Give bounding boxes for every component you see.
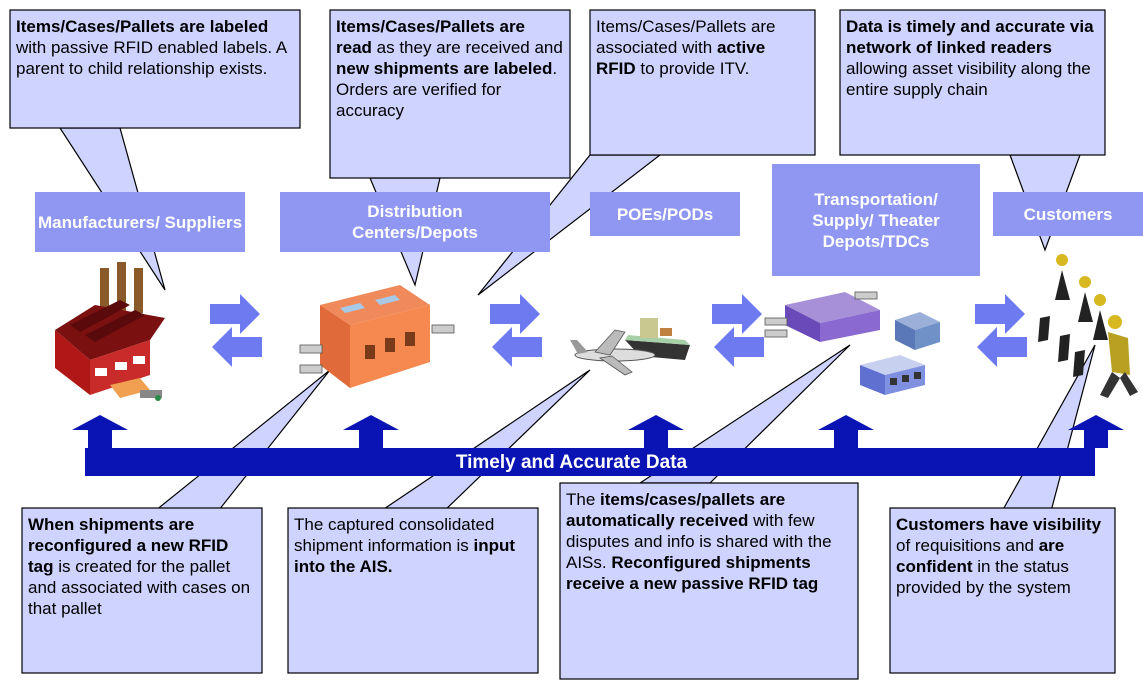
label-manufacturers: Manufacturers/ Suppliers bbox=[37, 212, 243, 232]
callout-text-segment: in the status provided by the system bbox=[896, 557, 1071, 597]
callout-text-segment: as they are received and bbox=[371, 38, 563, 57]
callout-box-6 bbox=[287, 507, 539, 674]
callout-active-rfid: Items/Cases/Pallets are associated with … bbox=[590, 12, 815, 83]
transport-depot-icon bbox=[764, 291, 940, 395]
callout-box-8 bbox=[889, 507, 1116, 674]
arrow-left-1 bbox=[212, 327, 262, 367]
arrow-left-4 bbox=[977, 327, 1027, 367]
depot-building-icon bbox=[299, 285, 455, 388]
callout-box-2 bbox=[329, 9, 571, 179]
label-box-transportation bbox=[772, 164, 980, 276]
bar-up-arrow-2 bbox=[343, 415, 399, 448]
callout-text-segment: input into the AIS. bbox=[294, 536, 516, 576]
callout-labeled: Items/Cases/Pallets are labeled with pas… bbox=[10, 12, 300, 83]
callout-reconfigured: When shipments are reconfigured a new RF… bbox=[22, 510, 262, 623]
callout-box-1 bbox=[9, 9, 301, 129]
bar-up-arrow-3 bbox=[628, 415, 684, 448]
callout-text-segment: active RFID bbox=[596, 38, 766, 78]
arrow-right-2 bbox=[490, 294, 540, 334]
label-box-distribution bbox=[280, 192, 550, 252]
arrow-left-3 bbox=[714, 327, 764, 367]
callout-text-segment: . Orders are verified for accuracy bbox=[336, 59, 558, 120]
callout-pointer-5 bbox=[148, 369, 331, 516]
bar-up-arrow-4 bbox=[818, 415, 874, 448]
callout-text-segment: with few disputes and info is shared wit… bbox=[566, 511, 832, 572]
callout-timely-accurate: Data is timely and accurate via network … bbox=[840, 12, 1105, 104]
callout-text-segment: Items/Cases/Pallets are labeled bbox=[16, 17, 269, 36]
arrow-right-3 bbox=[712, 294, 762, 334]
arrow-right-1 bbox=[210, 294, 260, 334]
flow-arrows bbox=[210, 294, 1027, 367]
callout-text-segment: When shipments are reconfigured a new RF… bbox=[28, 515, 229, 576]
callout-text-segment: The captured consolidated shipment infor… bbox=[294, 515, 495, 555]
callout-text-segment: Customers have visibility bbox=[896, 515, 1102, 534]
label-box-poes bbox=[590, 192, 740, 236]
callout-text-segment: is created for the pallet and associated… bbox=[28, 557, 251, 618]
bar-up-arrow-1 bbox=[72, 415, 128, 448]
callout-text-segment: new shipments are labeled bbox=[336, 59, 553, 78]
factory-icon bbox=[55, 262, 165, 401]
arrow-left-2 bbox=[492, 327, 542, 367]
callout-box-5 bbox=[21, 507, 263, 674]
callout-text-segment: are confident bbox=[896, 536, 1065, 576]
callout-input-ais: The captured consolidated shipment infor… bbox=[288, 510, 538, 581]
callout-text-segment: items/cases/pallets are automatically re… bbox=[566, 490, 786, 530]
callout-text-segment: allowing asset visibility along the enti… bbox=[846, 59, 1091, 99]
callout-pointer-6 bbox=[373, 369, 591, 516]
callout-box-3 bbox=[589, 9, 816, 156]
bar-label: Timely and Accurate Data bbox=[455, 452, 688, 473]
arrow-right-4 bbox=[975, 294, 1025, 334]
callout-box-4 bbox=[839, 9, 1106, 156]
customers-walking-icon bbox=[1038, 254, 1138, 398]
cargo-ship-icon bbox=[625, 318, 690, 360]
callout-text-segment: of requisitions and bbox=[896, 536, 1039, 555]
label-transportation: Transportation/ Supply/ Theater Depots/T… bbox=[812, 189, 940, 251]
callout-text-segment: Items/Cases/Pallets are read bbox=[336, 17, 526, 57]
callout-box-7 bbox=[559, 482, 859, 680]
label-box-manufacturers bbox=[35, 192, 245, 252]
callout-text-segment: Data is timely and accurate via network … bbox=[846, 17, 1094, 57]
label-poes: POEs/PODs bbox=[616, 204, 714, 224]
callout-text-segment: with passive RFID enabled labels. A pare… bbox=[16, 38, 287, 78]
callout-auto-received: The items/cases/pallets are automaticall… bbox=[560, 485, 858, 598]
callout-text-segment: to provide ITV. bbox=[635, 59, 750, 78]
callout-text-segment: The bbox=[566, 490, 601, 509]
airplane-icon bbox=[570, 329, 656, 376]
label-customers: Customers bbox=[1023, 204, 1113, 224]
callout-text-segment: Items/Cases/Pallets are associated with bbox=[596, 17, 776, 57]
callout-text-segment: Reconfigured shipments receive a new pas… bbox=[566, 553, 819, 593]
label-box-customers bbox=[993, 192, 1143, 236]
callout-read-received: Items/Cases/Pallets are read as they are… bbox=[330, 12, 570, 125]
data-bar bbox=[72, 415, 1124, 476]
callout-customer-visibility: Customers have visibility of requisition… bbox=[890, 510, 1115, 602]
label-distribution: Distribution Centers/Depots bbox=[352, 202, 478, 242]
bar-up-arrow-5 bbox=[1068, 415, 1124, 448]
